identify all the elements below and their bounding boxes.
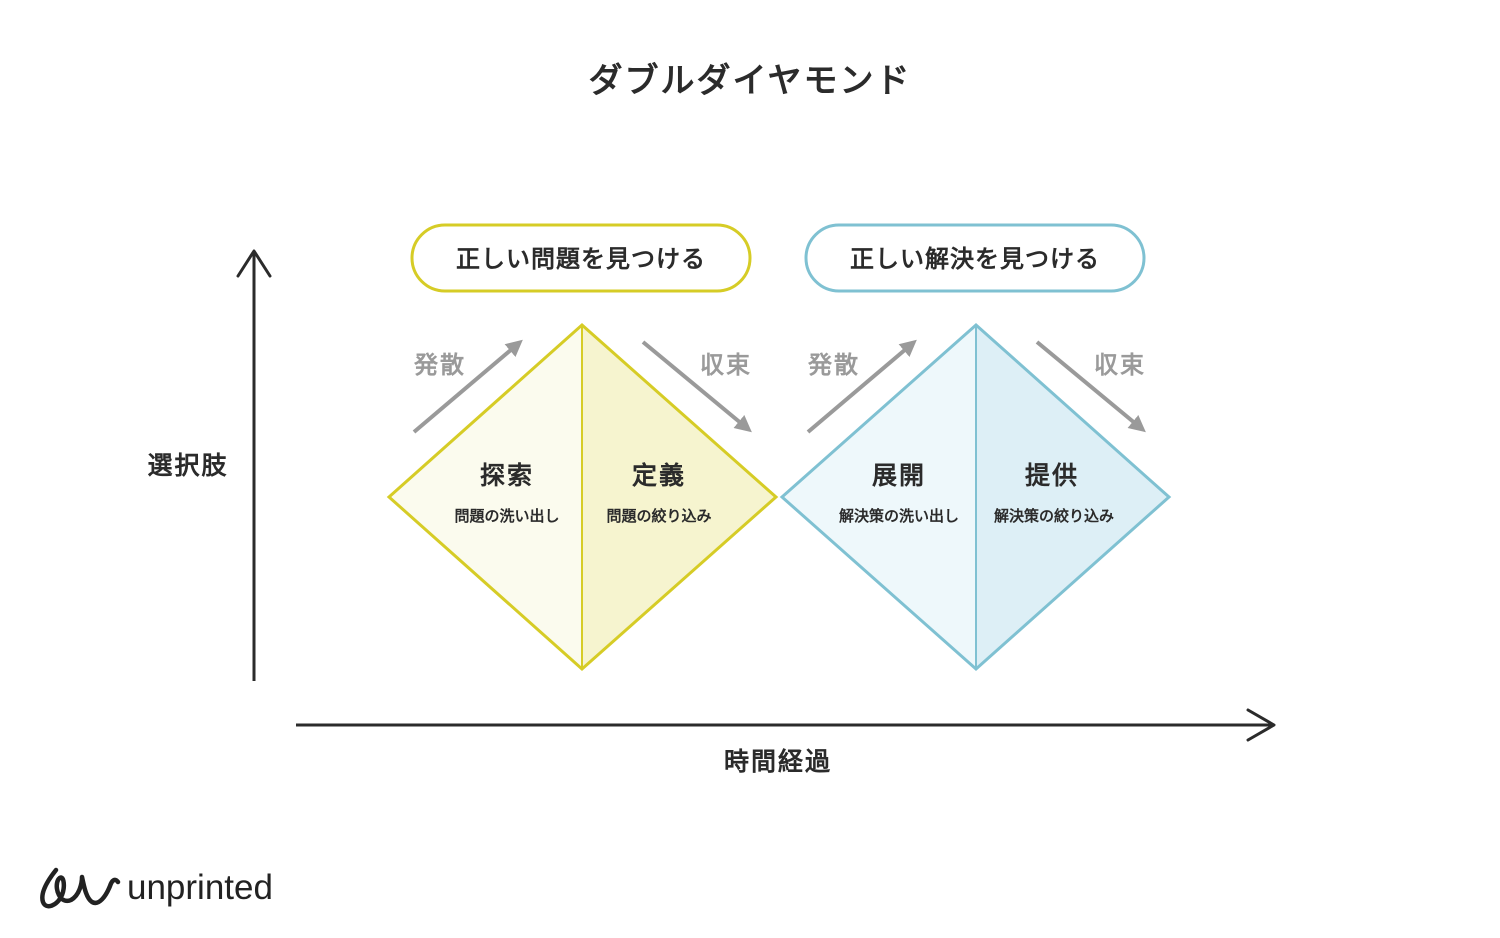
converge-arrow-icon xyxy=(641,340,752,433)
diverge-label: 発散 xyxy=(807,351,860,379)
problem-diamond-outline xyxy=(386,322,779,672)
converge-label: 収束 xyxy=(700,351,752,379)
diagram-title: ダブルダイヤモンド xyxy=(589,61,912,101)
diverge-label: 発散 xyxy=(413,351,466,379)
solution-goal-pill xyxy=(804,223,1146,293)
phase-develop-name: 展開 xyxy=(872,461,926,490)
phase-develop-description: 解決策の洗い出し xyxy=(839,507,959,525)
solution-diamond-outline xyxy=(779,322,1172,672)
diverge-arrow-icon xyxy=(412,339,523,434)
y-axis-arrowhead-icon xyxy=(236,249,272,278)
explore-half xyxy=(389,325,582,669)
converge-label: 収束 xyxy=(1094,351,1146,379)
solution-diamond-group: 正しい解決を見つける 発散 収束 展開 解決策の洗い出し 提供 解決策の絞り込み xyxy=(779,223,1172,672)
converge-arrow-icon xyxy=(1035,340,1146,433)
handwritten-loop-logo-icon xyxy=(40,867,121,909)
solution-goal-label: 正しい解決を見つける xyxy=(850,245,1100,273)
problem-goal-label: 正しい問題を見つける xyxy=(456,245,706,273)
define-half xyxy=(582,325,776,669)
deliver-half xyxy=(976,325,1169,669)
diverge-arrow-icon xyxy=(806,339,917,434)
phase-explore-description: 問題の洗い出し xyxy=(454,507,559,525)
x-axis xyxy=(296,708,1276,742)
phase-define-name: 定義 xyxy=(632,461,686,490)
x-axis-arrowhead-icon xyxy=(1246,708,1276,742)
x-axis-label: 時間経過 xyxy=(724,747,832,776)
brand: unprinted xyxy=(40,867,273,909)
problem-diamond-group: 正しい問題を見つける 発散 収束 探索 問題の洗い出し 定義 問題の絞り込み xyxy=(386,223,779,672)
phase-explore-name: 探索 xyxy=(480,461,534,490)
phase-deliver-description: 解決策の絞り込み xyxy=(994,507,1114,525)
y-axis xyxy=(236,249,272,681)
phase-deliver-name: 提供 xyxy=(1025,461,1079,490)
phase-define-description: 問題の絞り込み xyxy=(606,507,711,525)
y-axis-label: 選択肢 xyxy=(147,451,228,480)
problem-goal-pill xyxy=(410,223,752,293)
develop-half xyxy=(782,325,976,669)
brand-name: unprinted xyxy=(127,868,273,907)
